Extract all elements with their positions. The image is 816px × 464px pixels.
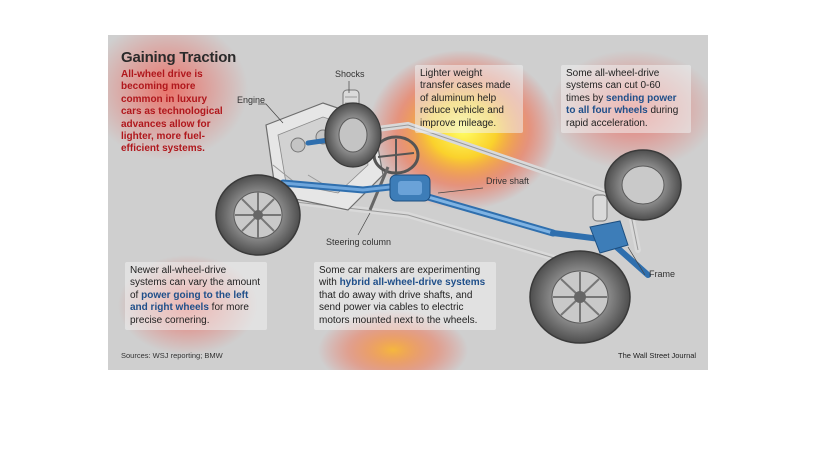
transfer-case xyxy=(389,174,431,202)
label-frame: Frame xyxy=(649,269,676,279)
wheel-front-right xyxy=(324,102,382,168)
callout-cornering-post: for more precise cornering. xyxy=(130,302,249,326)
label-steering-column: Steering column xyxy=(326,237,392,247)
callout-acceleration-post: during rapid acceleration. xyxy=(566,105,679,129)
callout-weight-text: Lighter weight transfer cases made of al… xyxy=(420,68,511,129)
callout-cornering-highlight: power going to the left and right wheels xyxy=(130,289,249,314)
rear-differential xyxy=(589,220,629,254)
callout-weight: Lighter weight transfer cases made of al… xyxy=(415,65,523,134)
callout-hybrid: Some car makers are experimenting with h… xyxy=(314,262,496,331)
callout-acceleration-highlight: sending power to all four wheels xyxy=(566,92,677,117)
heat-spot-title xyxy=(108,35,248,160)
intro-text: All-wheel drive is becoming more common … xyxy=(121,69,223,155)
callout-hybrid-pre: Some car makers are experimenting with xyxy=(319,265,481,289)
callout-hybrid-post: that do away with drive shafts, and send… xyxy=(319,289,478,326)
callout-cornering: Newer all-wheel-drive systems can vary t… xyxy=(125,262,267,331)
callout-cornering-pre: Newer all-wheel-drive systems can vary t… xyxy=(130,265,261,301)
source-note: Sources: WSJ reporting; BMW xyxy=(121,351,223,360)
wheel-rear-right xyxy=(604,149,682,221)
callout-acceleration-pre: Some all-wheel-drive systems can cut 0-6… xyxy=(566,68,661,104)
wheel-rear-left xyxy=(529,250,631,344)
infographic: Gaining Traction All-wheel drive is beco… xyxy=(108,35,708,370)
label-shocks: Shocks xyxy=(335,69,365,79)
callout-acceleration: Some all-wheel-drive systems can cut 0-6… xyxy=(561,65,691,134)
wheel-front-left xyxy=(215,174,301,256)
publisher-credit: The Wall Street Journal xyxy=(618,351,697,360)
callout-hybrid-highlight: hybrid all-wheel-drive systems xyxy=(339,277,486,289)
page-title: Gaining Traction xyxy=(121,49,237,66)
label-engine: Engine xyxy=(237,95,266,105)
leader-lines xyxy=(258,81,646,276)
label-drive-shaft: Drive shaft xyxy=(486,176,530,186)
